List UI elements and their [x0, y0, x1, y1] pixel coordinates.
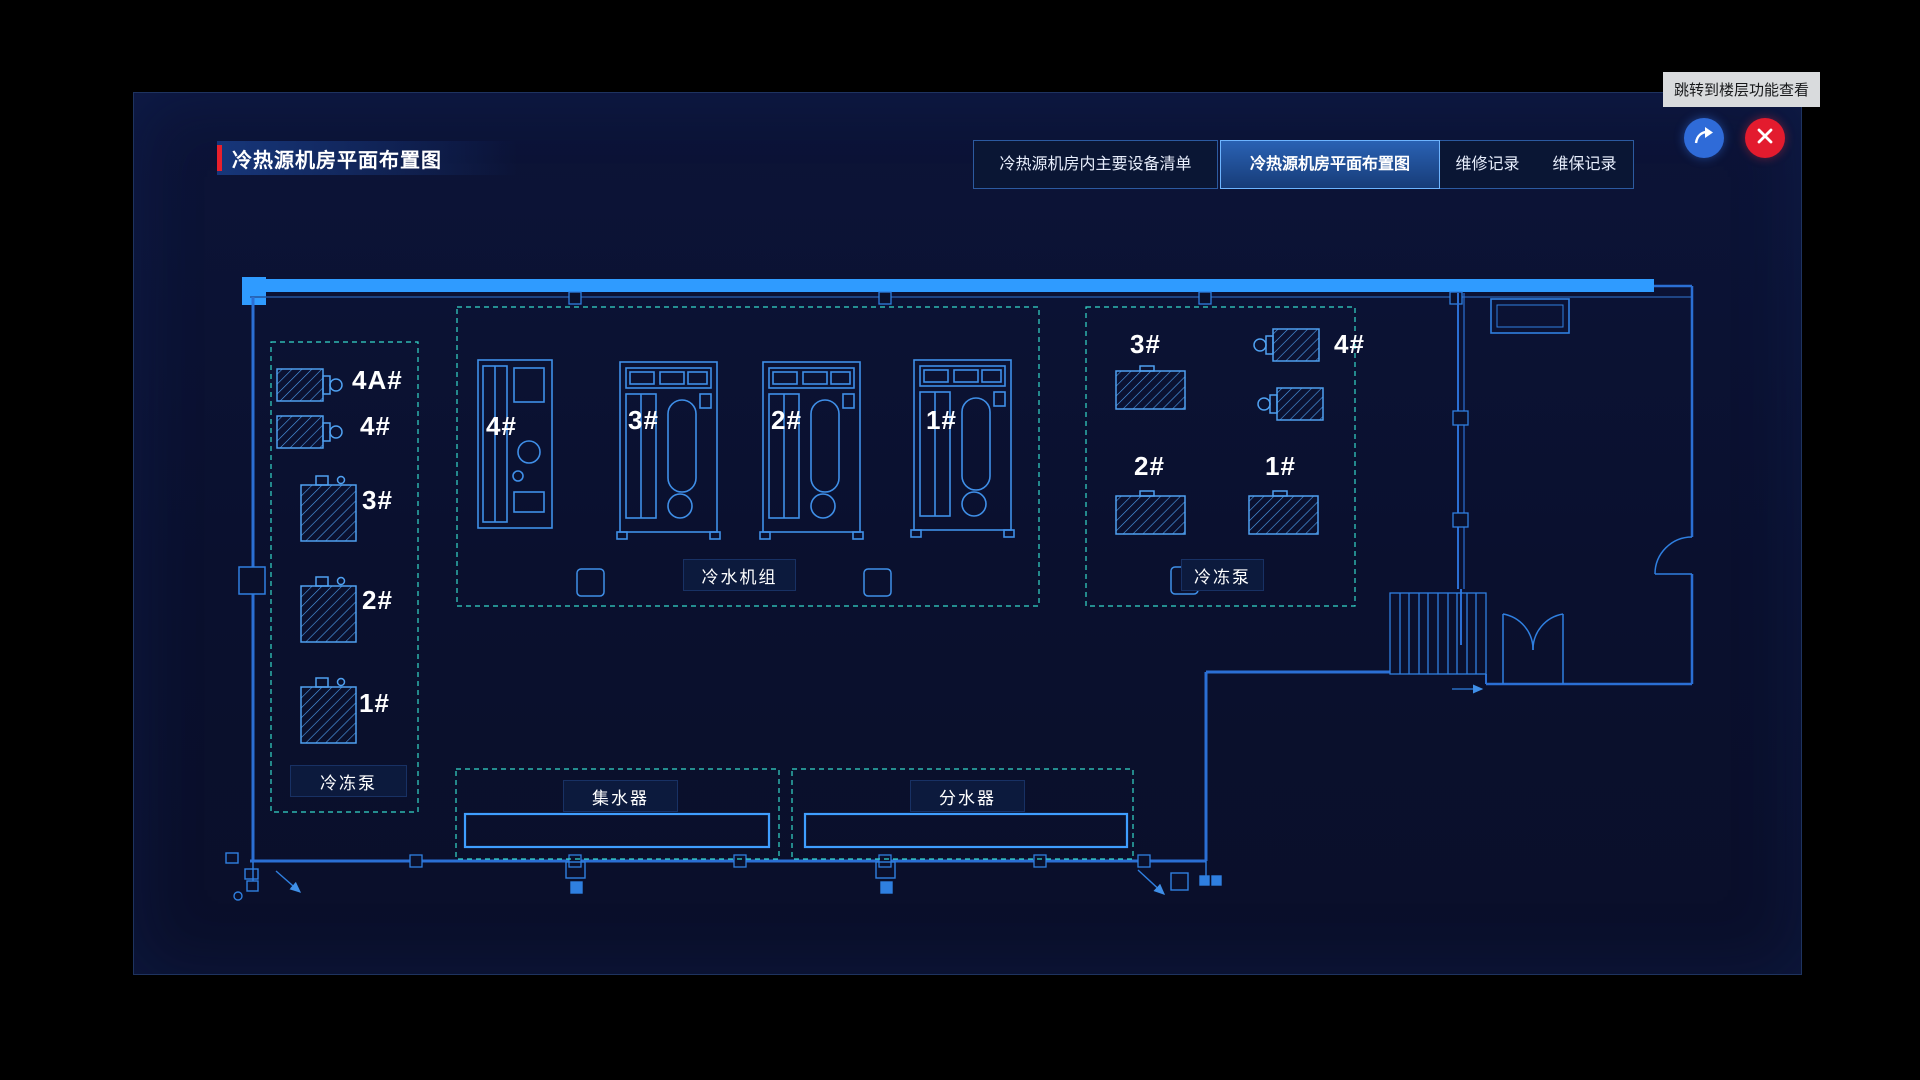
chiller-label-3: 3#: [628, 405, 659, 435]
pump-r4b: [1257, 387, 1324, 421]
page-title-text: 冷热源机房平面布置图: [232, 149, 442, 172]
title-accent-bar: [217, 145, 222, 171]
top-wall: [244, 279, 1654, 292]
floor-drain: [863, 568, 892, 597]
jump-button[interactable]: [1684, 118, 1724, 158]
walls: [238, 277, 1694, 868]
jump-tooltip: 跳转到楼层功能查看: [1663, 72, 1821, 107]
pump-r4a: [1253, 328, 1320, 362]
right-pump-zone: [1085, 306, 1356, 607]
pump-r2: [1115, 490, 1186, 535]
distributor-label: 分水器: [910, 780, 1025, 812]
chiller-label-2: 2#: [771, 405, 802, 435]
chiller-label-4: 4#: [486, 411, 517, 441]
chiller-zone: [456, 306, 1040, 607]
left-pump-label-3: 3#: [362, 485, 393, 515]
tab-equipment-list[interactable]: 冷热源机房内主要设备清单: [973, 140, 1218, 189]
pump-r1: [1248, 490, 1319, 535]
floor-drain: [576, 568, 605, 597]
tab-floorplan[interactable]: 冷热源机房平面布置图: [1220, 140, 1440, 189]
left-pump-label-4a: 4A#: [352, 365, 403, 395]
floorplan-drawing: [225, 277, 1694, 901]
left-pump-group-label: 冷冻泵: [290, 765, 407, 797]
left-pump-label-2: 2#: [362, 585, 393, 615]
pump-4a: [276, 368, 343, 402]
chiller-units: [477, 359, 1015, 597]
right-pump-group-label: 冷冻泵: [1181, 559, 1264, 591]
pump-2: [300, 576, 357, 643]
chiller-group-label: 冷水机组: [683, 559, 796, 591]
page-title: 冷热源机房平面布置图: [217, 141, 517, 175]
tab-repair-records[interactable]: 维修记录: [1455, 156, 1520, 173]
piping-details: [225, 852, 1222, 901]
collector-label: 集水器: [563, 780, 678, 812]
distributor-vessel: [803, 812, 1129, 849]
pump-3: [300, 475, 357, 542]
left-pump-label-1: 1#: [359, 688, 390, 718]
close-button[interactable]: [1745, 118, 1785, 158]
tab-group: 冷热源机房平面布置图 维修记录 维保记录: [1220, 140, 1634, 189]
left-pump-units: [276, 368, 357, 744]
right-pump-label-4: 4#: [1334, 329, 1365, 359]
collector-vessel: [463, 812, 771, 849]
chiller-label-1: 1#: [926, 405, 957, 435]
pump-4: [276, 415, 343, 449]
right-door-arc: [1654, 536, 1693, 575]
window-box: [1490, 298, 1570, 334]
staircase: [1389, 592, 1487, 694]
share-arrow-icon: [1693, 126, 1715, 151]
pump-r3: [1115, 365, 1186, 410]
chiller-3: [616, 361, 721, 540]
doors: [1502, 536, 1693, 684]
pump-1: [300, 677, 357, 744]
right-pump-label-3: 3#: [1130, 329, 1161, 359]
chiller-1: [910, 359, 1015, 538]
left-pump-zone: [270, 341, 419, 813]
close-icon: [1756, 127, 1774, 150]
right-pump-label-1: 1#: [1265, 451, 1296, 481]
chiller-2: [759, 361, 864, 540]
left-pump-label-4: 4#: [360, 411, 391, 441]
chiller-4: [477, 359, 553, 529]
main-panel: 冷热源机房平面布置图 冷热源机房内主要设备清单 冷热源机房平面布置图 维修记录 …: [133, 92, 1802, 975]
tab-maintenance-records[interactable]: 维保记录: [1552, 156, 1617, 173]
right-pump-label-2: 2#: [1134, 451, 1165, 481]
